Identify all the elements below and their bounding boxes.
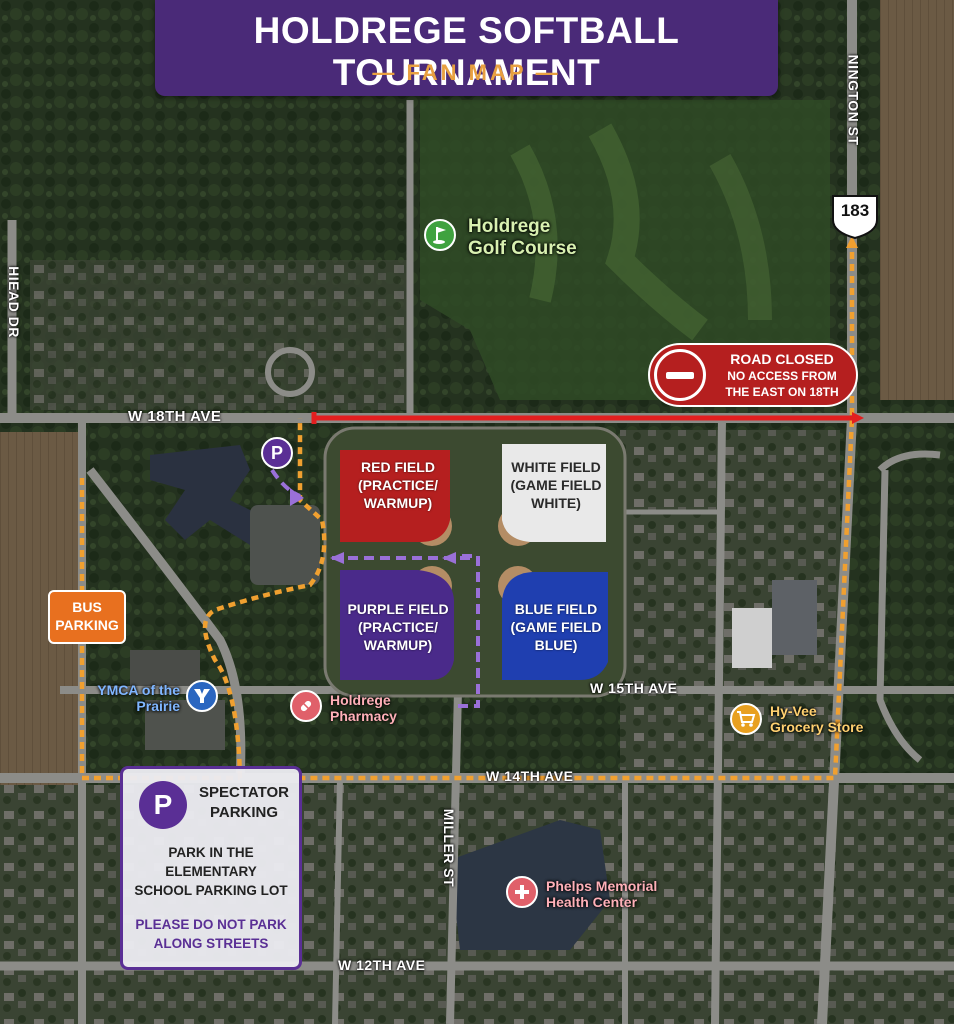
road-closed-title: ROAD CLOSED xyxy=(730,351,834,367)
header-banner: HOLDREGE SOFTBALL TOURNAMENT — FAN MAP — xyxy=(155,0,778,96)
ymca-logo-icon xyxy=(186,680,218,712)
pill-icon xyxy=(290,690,322,722)
parking-marker-letter: P xyxy=(270,442,283,463)
driving-route xyxy=(79,240,855,781)
spectator-parking-p-letter: P xyxy=(153,789,173,820)
bus-parking-line1: BUS xyxy=(72,599,102,615)
bus-parking-line2: PARKING xyxy=(55,617,119,633)
blue-field-label: BLUE FIELD (GAME FIELD BLUE) xyxy=(510,601,602,653)
golf-flag-icon xyxy=(424,219,456,251)
pharmacy-label: Holdrege Pharmacy xyxy=(330,692,397,724)
spectator-parking-warning: PLEASE DO NOT PARK ALONG STREETS xyxy=(135,917,287,951)
school-building xyxy=(150,445,270,545)
street-label-w12th: W 12TH AVE xyxy=(338,957,426,973)
white-field[interactable] xyxy=(502,444,606,542)
red-field[interactable] xyxy=(340,450,450,542)
spectator-parking-body: PARK IN THE ELEMENTARY SCHOOL PARKING LO… xyxy=(134,845,288,898)
spectator-parking-p-icon: P xyxy=(139,781,187,829)
golf-course-label: Holdrege Golf Course xyxy=(468,216,577,259)
street-label-w14th: W 14TH AVE xyxy=(486,768,574,784)
farm-field-east xyxy=(880,0,954,400)
subtitle-dash-right: — xyxy=(526,60,561,85)
subtitle-dash-left: — xyxy=(372,60,407,85)
walking-route-arrows xyxy=(290,488,456,564)
purple-field[interactable] xyxy=(340,570,454,680)
white-field-label: WHITE FIELD (GAME FIELD WHITE) xyxy=(510,459,602,511)
spectator-parking-panel: P SPECTATOR PARKING PARK IN THE ELEMENTA… xyxy=(120,766,302,970)
page-subtitle: FAN MAP xyxy=(406,60,527,85)
blue-field[interactable] xyxy=(502,572,608,680)
highway-number: 183 xyxy=(840,201,870,220)
bus-parking-badge[interactable]: BUS PARKING xyxy=(48,590,126,644)
road-closed-badge: ROAD CLOSED NO ACCESS FROM THE EAST ON 1… xyxy=(648,343,858,407)
page-subtitle-row: — FAN MAP — xyxy=(155,60,778,86)
shopping-cart-icon xyxy=(730,703,762,735)
street-label-w18th: W 18TH AVE xyxy=(128,408,222,425)
purple-field-label: PURPLE FIELD (PRACTICE/ WARMUP) xyxy=(347,601,449,653)
spectator-parking-title: SPECTATOR PARKING xyxy=(198,784,289,821)
street-label-miller: MILLER ST xyxy=(441,808,458,888)
page-title: HOLDREGE SOFTBALL TOURNAMENT xyxy=(253,10,680,93)
road-closed-line2: NO ACCESS FROM xyxy=(727,369,837,383)
street-label-w15th: W 15TH AVE xyxy=(590,680,678,696)
road-closed-line3: THE EAST ON 18TH xyxy=(725,385,839,399)
hyvee-label: Hy-Vee Grocery Store xyxy=(770,703,864,735)
street-label-hiead: HIEAD DR xyxy=(5,266,22,338)
northbound-arrow xyxy=(846,236,858,248)
red-field-label: RED FIELD (PRACTICE/ WARMUP) xyxy=(357,459,439,511)
ymca-label: YMCA of the Prairie xyxy=(97,682,180,714)
no-entry-icon xyxy=(654,349,706,401)
phelps-label: Phelps Memorial Health Center xyxy=(546,878,658,910)
parking-marker[interactable]: P xyxy=(261,437,293,469)
highway-183-shield xyxy=(832,195,878,240)
street-label-nington: NINGTON ST xyxy=(845,54,862,146)
medical-cross-icon xyxy=(506,876,538,908)
